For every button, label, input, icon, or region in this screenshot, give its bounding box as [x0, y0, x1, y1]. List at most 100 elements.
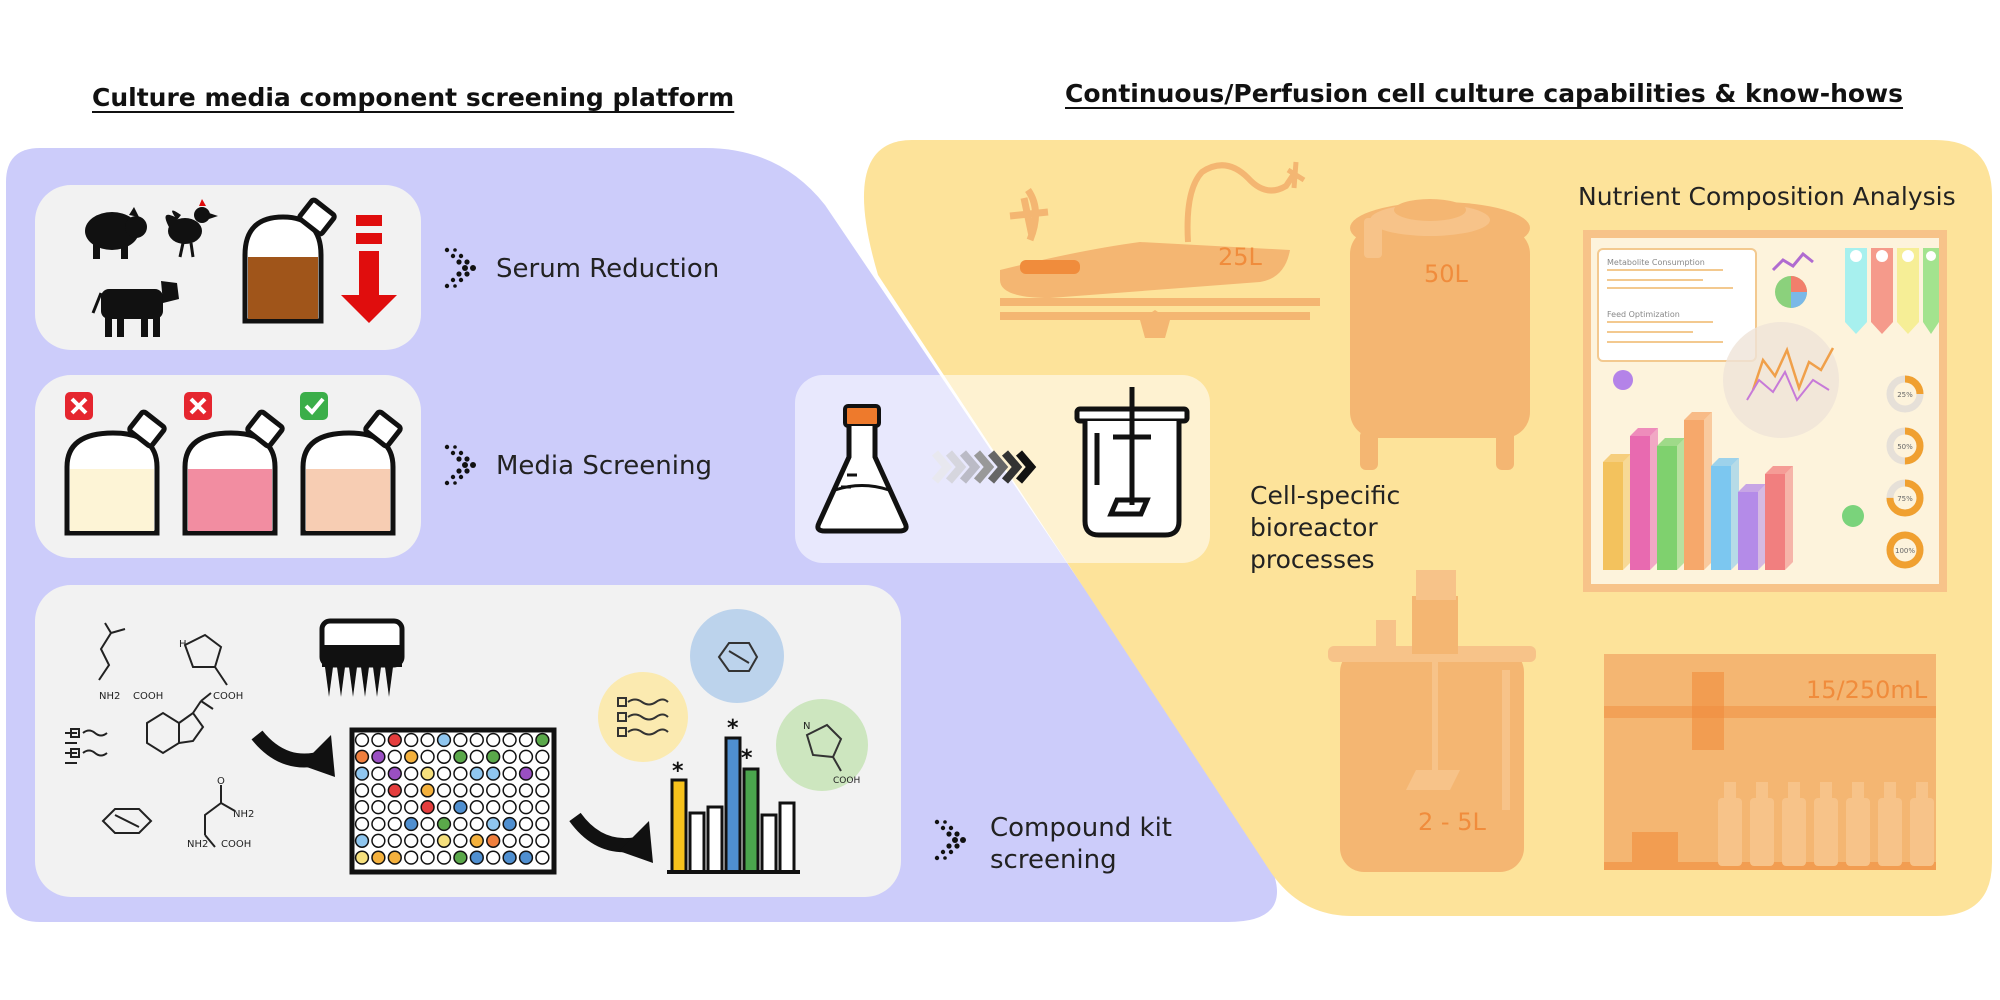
plate-well	[469, 816, 484, 832]
benchtop-bioreactor-2-5l	[1328, 570, 1536, 872]
dashboard-graphics: 25%50%75%100%	[1603, 248, 1939, 570]
media-screening-card	[35, 375, 421, 558]
mini-pie-icon	[1775, 276, 1807, 308]
plate-well	[486, 749, 501, 764]
plate-well	[436, 833, 452, 848]
plate-well	[486, 800, 501, 815]
plate-well	[502, 800, 517, 815]
gauge-fill	[1886, 479, 1924, 517]
gauge-fill	[1886, 427, 1924, 465]
media-screening-label: Media Screening	[496, 451, 712, 481]
plate-well	[502, 833, 517, 848]
plate-well	[371, 783, 386, 798]
compound-bubble-green: N COOH	[776, 699, 868, 791]
media-bottle-yellow	[64, 409, 167, 536]
plate-well	[486, 833, 501, 848]
plate-well	[387, 850, 402, 865]
plate-well	[354, 800, 370, 815]
plate-well	[436, 749, 452, 764]
plate-well	[486, 732, 501, 748]
dashboard-bar	[1711, 466, 1731, 570]
plate-well	[535, 816, 550, 832]
svg-text:N: N	[803, 721, 810, 732]
rooster-icon	[165, 199, 218, 258]
plate-well	[502, 766, 517, 781]
vessel-volume-50l: 50L	[1424, 260, 1469, 288]
dashboard-bar	[1630, 436, 1650, 570]
well-plate-icon	[349, 727, 557, 875]
plate-well	[371, 850, 386, 865]
vessel-volume-25l: 25L	[1218, 243, 1263, 271]
gauge-label: 50%	[1897, 443, 1913, 451]
media-screening-illustration	[64, 392, 403, 536]
plate-well	[518, 732, 534, 748]
plate-well	[371, 766, 386, 781]
plate-well	[469, 800, 484, 815]
plate-well	[387, 766, 402, 781]
micro-vessel	[1782, 798, 1806, 866]
dashboard-bar	[1738, 492, 1758, 570]
plate-well	[404, 732, 419, 748]
erlenmeyer-flask-icon	[815, 404, 909, 534]
plate-well	[469, 749, 484, 764]
micro-vessel-cap	[1788, 782, 1800, 800]
nutrient-dashboard: Metabolite Consumption Feed Optimization…	[1583, 230, 1947, 592]
plate-well	[502, 783, 517, 798]
plate-well	[469, 766, 484, 781]
micro-vessel-cap	[1852, 782, 1864, 800]
plate-well	[436, 732, 452, 748]
svg-text:COOH: COOH	[221, 839, 251, 850]
plate-well	[469, 850, 484, 865]
multichannel-pipette-icon	[319, 618, 405, 697]
plate-well	[420, 816, 435, 832]
compound-bubble-yellow	[598, 672, 688, 762]
plate-well	[371, 800, 386, 815]
plate-well	[371, 749, 386, 764]
check-icon	[300, 392, 328, 420]
cross-icon	[65, 392, 93, 420]
dashboard-bar	[1684, 420, 1704, 570]
plate-well	[535, 800, 550, 815]
plate-well	[502, 816, 517, 832]
plate-well	[535, 749, 550, 764]
chemical-structures	[65, 622, 236, 848]
microbioreactor-vessel-row	[1718, 782, 1934, 866]
plate-well	[502, 749, 517, 764]
dotted-chevron-icon	[444, 247, 476, 289]
plate-well	[486, 816, 501, 832]
plate-well	[486, 766, 501, 781]
plate-well	[453, 749, 468, 764]
plate-well	[436, 783, 452, 798]
serum-reduction-card	[35, 185, 421, 350]
plate-well	[420, 800, 435, 815]
chevron-flow-arrows-icon	[931, 450, 1037, 484]
tank-bioreactor-50l	[1350, 199, 1530, 470]
plate-well	[436, 766, 452, 781]
plate-well	[404, 766, 419, 781]
plate-well	[354, 766, 370, 781]
plate-well	[420, 732, 435, 748]
micro-vessel-cap	[1916, 782, 1928, 800]
plate-well	[453, 800, 468, 815]
plate-well	[420, 783, 435, 798]
svg-text:COOH: COOH	[133, 691, 163, 702]
micro-vessel-cap	[1756, 782, 1768, 800]
plate-well	[469, 833, 484, 848]
gauge-label: 100%	[1895, 547, 1915, 555]
curved-arrow-icon	[251, 730, 335, 777]
process-scaleup-card	[795, 375, 1210, 563]
vessel-volume-2-5l: 2 - 5L	[1418, 808, 1486, 836]
plate-well	[453, 766, 468, 781]
plate-well	[404, 816, 419, 832]
plate-well	[518, 766, 534, 781]
plate-well	[453, 732, 468, 748]
plate-well	[453, 816, 468, 832]
plate-well	[387, 783, 402, 798]
micro-vessel-cap	[1884, 782, 1896, 800]
plate-well	[404, 850, 419, 865]
plate-well	[354, 783, 370, 798]
plate-well	[535, 850, 550, 865]
chem-text: NH2 COOH H COOH NH2 O NH2 COOH	[99, 639, 254, 850]
left-panel-title: Culture media component screening platfo…	[92, 83, 735, 112]
plate-well	[387, 800, 402, 815]
